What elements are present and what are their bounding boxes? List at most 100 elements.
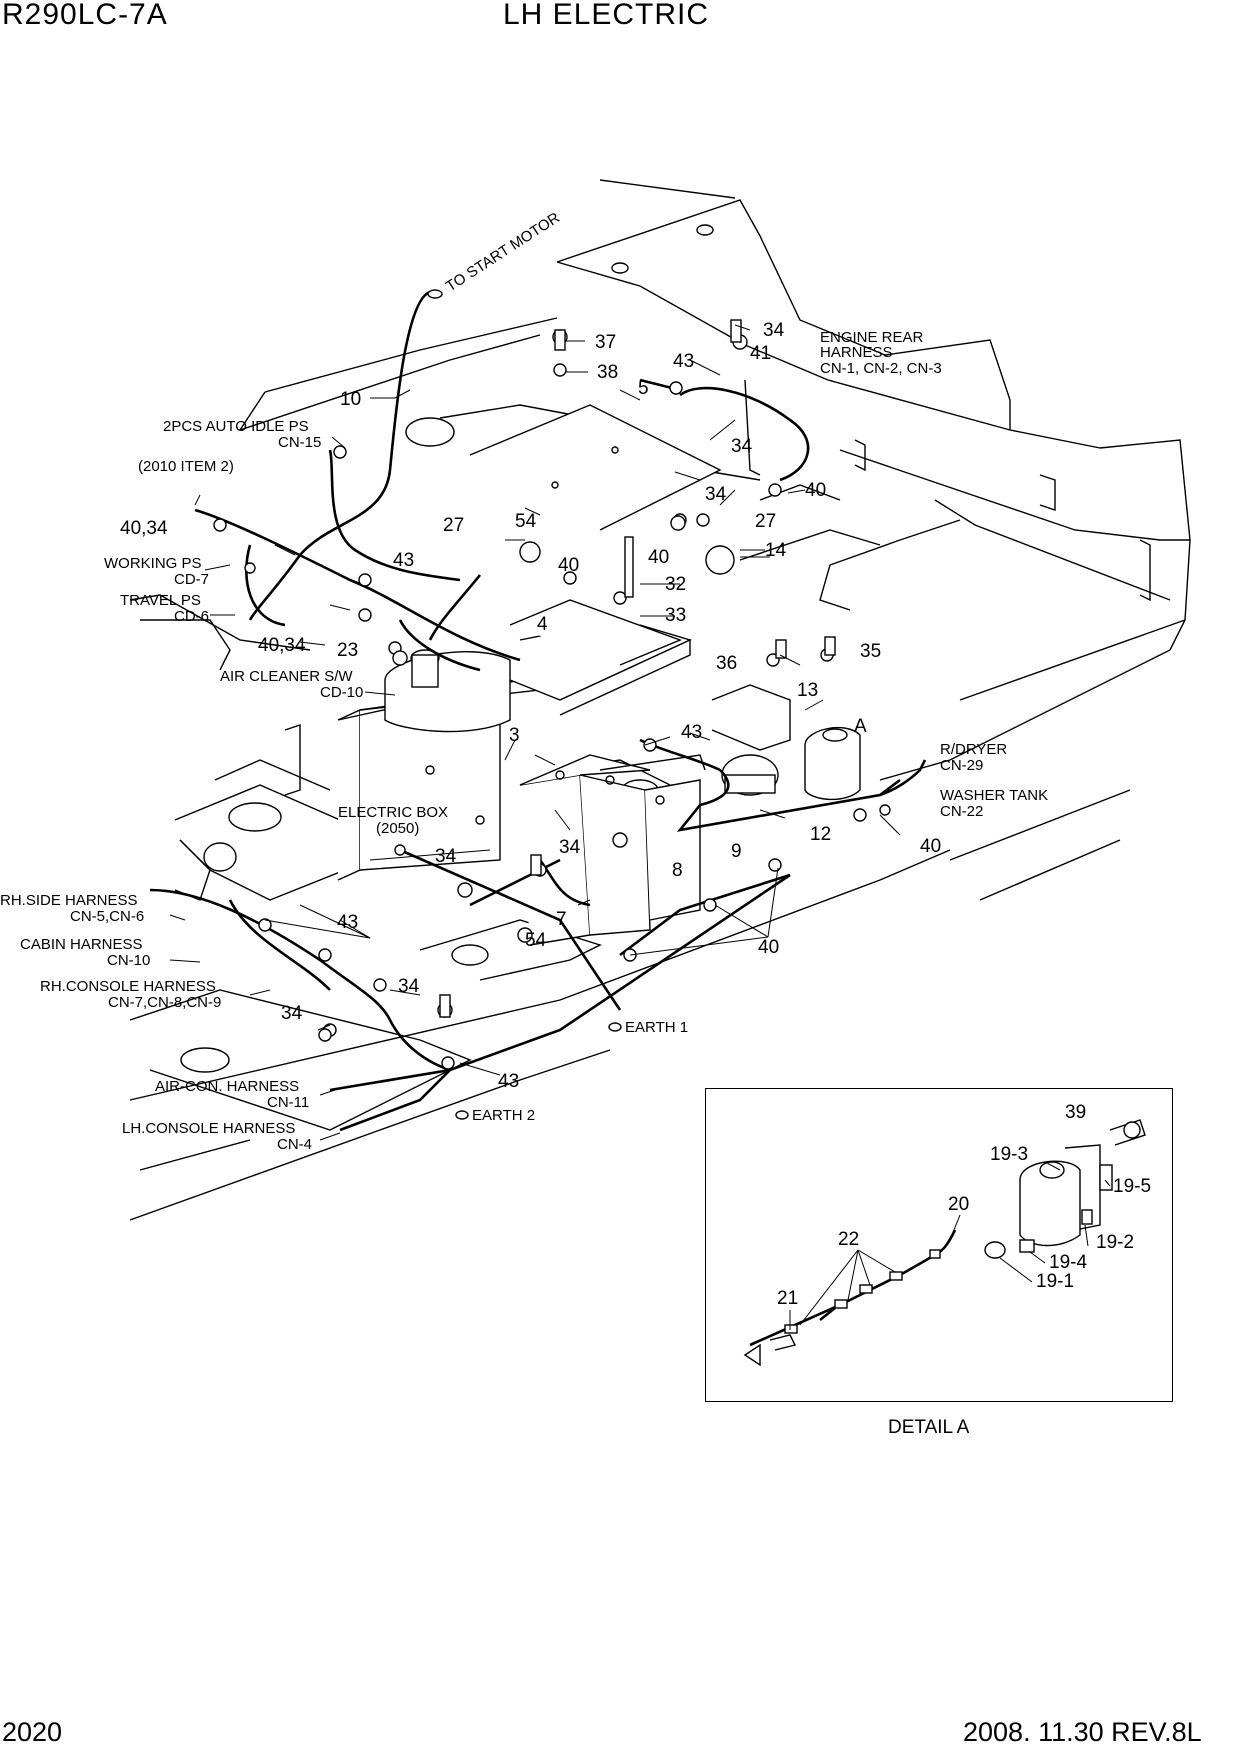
callout-40: 40 (648, 547, 669, 568)
callout-4: 4 (537, 614, 548, 635)
callout-7: 7 (556, 909, 567, 930)
washer-tank-a (804, 726, 861, 801)
wiring-harness (149, 290, 927, 1132)
callout-12: 12 (810, 824, 831, 845)
leader-lines (169, 324, 901, 1141)
callout-40-34: 40,34 (120, 518, 168, 539)
callout-34: 34 (435, 846, 457, 867)
detail-callout-19-3: 19-3 (990, 1144, 1028, 1165)
dryer-unit (721, 754, 779, 796)
earth-2-terminal (455, 1110, 469, 1120)
engine-rear-harness-label: CN-1, CN-2, CN-3 (820, 360, 942, 377)
callout-34: 34 (281, 1003, 303, 1024)
detail-callout-39: 39 (1065, 1102, 1086, 1123)
bracket-13 (711, 684, 791, 751)
callout-33: 33 (665, 605, 686, 626)
plate-4 (509, 599, 682, 666)
rh-side-harness-label: RH.SIDE HARNESS (0, 892, 138, 909)
electric-box (337, 679, 543, 881)
electric-box-label: ELECTRIC BOX (338, 804, 448, 821)
callout-54: 54 (515, 511, 537, 532)
callout-34: 34 (763, 320, 785, 341)
page-number: 2020 (2, 1717, 63, 1747)
callout-14: 14 (765, 540, 787, 561)
travel-ps-label: TRAVEL PS (120, 592, 201, 609)
callout-40: 40 (805, 480, 826, 501)
detail-a-drawing: 39 19-3 19-5 20 22 19-2 19-4 19-1 21 (743, 1102, 1151, 1367)
callout-43: 43 (393, 550, 414, 571)
electric-box-label: (2050) (376, 820, 419, 837)
lh-console-harness-label: LH.CONSOLE HARNESS (122, 1120, 295, 1137)
air-cleaner (384, 649, 511, 733)
detail-callout-22: 22 (838, 1229, 859, 1250)
battery-left (519, 754, 651, 946)
upper-frame-outline (239, 179, 1191, 781)
rh-console-harness-label: CN-7,CN-8,CN-9 (108, 994, 221, 1011)
cover-plate (469, 404, 722, 531)
callout-8: 8 (672, 860, 683, 881)
callout-54: 54 (525, 930, 547, 951)
r-dryer-label: CN-29 (940, 757, 983, 774)
washer-tank-label: CN-22 (940, 803, 983, 820)
callout-40: 40 (558, 555, 579, 576)
callout-41: 41 (750, 343, 771, 364)
callout-43: 43 (681, 722, 702, 743)
detail-callout-19-4: 19-4 (1049, 1252, 1087, 1273)
callout-5: 5 (638, 378, 649, 399)
callout-37: 37 (595, 332, 616, 353)
detail-a-caption: DETAIL A (888, 1417, 970, 1438)
item-2010-label: (2010 ITEM 2) (138, 458, 234, 475)
lh-console-harness-label: CN-4 (277, 1136, 312, 1153)
air-cleaner-switch-label: CD-10 (320, 684, 363, 701)
to-start-motor-label: TO START MOTOR (443, 209, 563, 295)
callout-43: 43 (498, 1071, 519, 1092)
date-revision: 2008. 11.30 REV.8L (963, 1717, 1202, 1747)
callout-27: 27 (755, 511, 776, 532)
working-ps-label: CD-7 (174, 571, 209, 588)
air-cleaner-switch-label: AIR CLEANER S/W (220, 668, 353, 685)
r-dryer-label: R/DRYER (940, 741, 1007, 758)
detail-callout-19-1: 19-1 (1036, 1271, 1074, 1292)
callout-35: 35 (860, 641, 881, 662)
rh-console-harness-label: RH.CONSOLE HARNESS (40, 978, 216, 995)
callout-34: 34 (559, 837, 581, 858)
callout-27: 27 (443, 515, 464, 536)
detail-callout-20: 20 (948, 1194, 969, 1215)
callout-34: 34 (398, 976, 420, 997)
earth-1-terminal (608, 1022, 622, 1032)
rh-side-harness-label: CN-5,CN-6 (70, 908, 144, 925)
engine-rear-harness-label: ENGINE REAR (820, 329, 924, 346)
callout-40: 40 (758, 937, 779, 958)
callout-32: 32 (665, 574, 686, 595)
auto-idle-ps-label: CN-15 (278, 434, 321, 451)
working-ps-label: WORKING PS (104, 555, 202, 572)
cabin-harness-label: CABIN HARNESS (20, 936, 143, 953)
clips-and-bolts (213, 289, 891, 1070)
callout-9: 9 (731, 841, 742, 862)
engine-rear-harness-label: HARNESS (820, 344, 893, 361)
page-title: LH ELECTRIC (503, 0, 710, 31)
aircon-harness-label: AIR-CON. HARNESS (155, 1078, 299, 1095)
auto-idle-ps-label: 2PCS AUTO IDLE PS (163, 418, 309, 435)
travel-ps-label: CD-6 (174, 608, 209, 625)
callout-13: 13 (797, 680, 818, 701)
callout-36: 36 (716, 653, 737, 674)
callout-23: 23 (337, 640, 358, 661)
callout-3: 3 (509, 725, 520, 746)
detail-a-frame (705, 1088, 1173, 1402)
callout-10: 10 (340, 389, 361, 410)
callout-40: 40 (920, 836, 941, 857)
callout-43: 43 (337, 912, 358, 933)
callout-a: A (854, 716, 867, 737)
lower-frame-outline (129, 594, 1131, 1221)
callout-34: 34 (705, 484, 727, 505)
earth-2-label: EARTH 2 (472, 1107, 535, 1124)
detail-callout-21: 21 (777, 1288, 798, 1309)
callout-38: 38 (597, 362, 618, 383)
callout-numbers: 34 37 38 43 41 5 34 34 40 27 54 27 40 14… (120, 320, 941, 1092)
earth-1-label: EARTH 1 (625, 1019, 688, 1036)
cabin-harness-label: CN-10 (107, 952, 150, 969)
detail-callout-19-5: 19-5 (1113, 1176, 1151, 1197)
aircon-harness-label: CN-11 (267, 1094, 309, 1111)
